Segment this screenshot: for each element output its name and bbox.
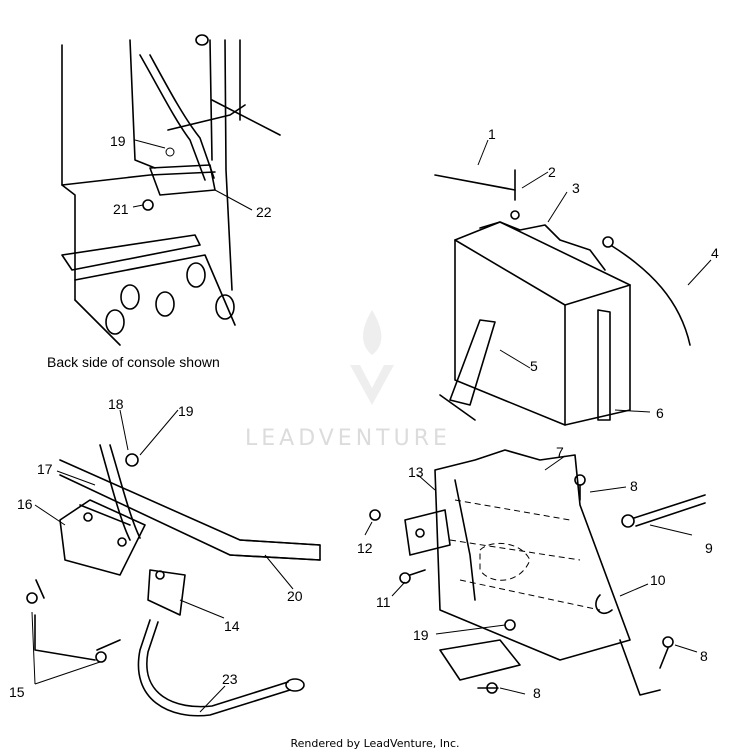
- callout-23: 23: [222, 671, 238, 687]
- callout-22: 22: [256, 204, 272, 220]
- callout-16: 16: [17, 496, 33, 512]
- callout-labels: 1 2 3 4 5 6 7 8 8 8 9 10 11 12 13 14 15 …: [9, 126, 719, 701]
- callout-19c: 19: [110, 133, 126, 149]
- callout-12: 12: [357, 540, 373, 556]
- callout-15: 15: [9, 684, 25, 700]
- callout-20: 20: [287, 588, 303, 604]
- callout-8b: 8: [700, 648, 708, 664]
- callout-4: 4: [711, 245, 719, 261]
- callout-5: 5: [530, 358, 538, 374]
- battery-assembly-view: [369, 169, 706, 696]
- callout-14: 14: [224, 618, 240, 634]
- callout-21: 21: [113, 201, 129, 217]
- callout-7: 7: [556, 444, 564, 460]
- callout-2: 2: [548, 164, 556, 180]
- watermark-logo: [350, 310, 394, 405]
- callout-6: 6: [656, 405, 664, 421]
- callout-1: 1: [488, 126, 496, 142]
- callout-9: 9: [705, 540, 713, 556]
- callout-3: 3: [572, 180, 580, 196]
- footer-credit: Rendered by LeadVenture, Inc.: [290, 737, 460, 750]
- regulator-harness-view: [26, 444, 321, 717]
- callout-19b: 19: [413, 627, 429, 643]
- callout-17: 17: [37, 461, 53, 477]
- callout-11: 11: [376, 594, 391, 610]
- callout-8a: 8: [630, 478, 638, 494]
- callout-8c: 8: [533, 685, 541, 701]
- callout-10: 10: [650, 572, 666, 588]
- leader-lines: [31, 139, 712, 713]
- console-back-view: [61, 34, 281, 346]
- callout-19a: 19: [178, 403, 194, 419]
- callout-18: 18: [108, 396, 124, 412]
- view-caption: Back side of console shown: [47, 354, 220, 370]
- callout-13: 13: [408, 464, 424, 480]
- watermark-text: LEADVENTURE: [245, 426, 451, 451]
